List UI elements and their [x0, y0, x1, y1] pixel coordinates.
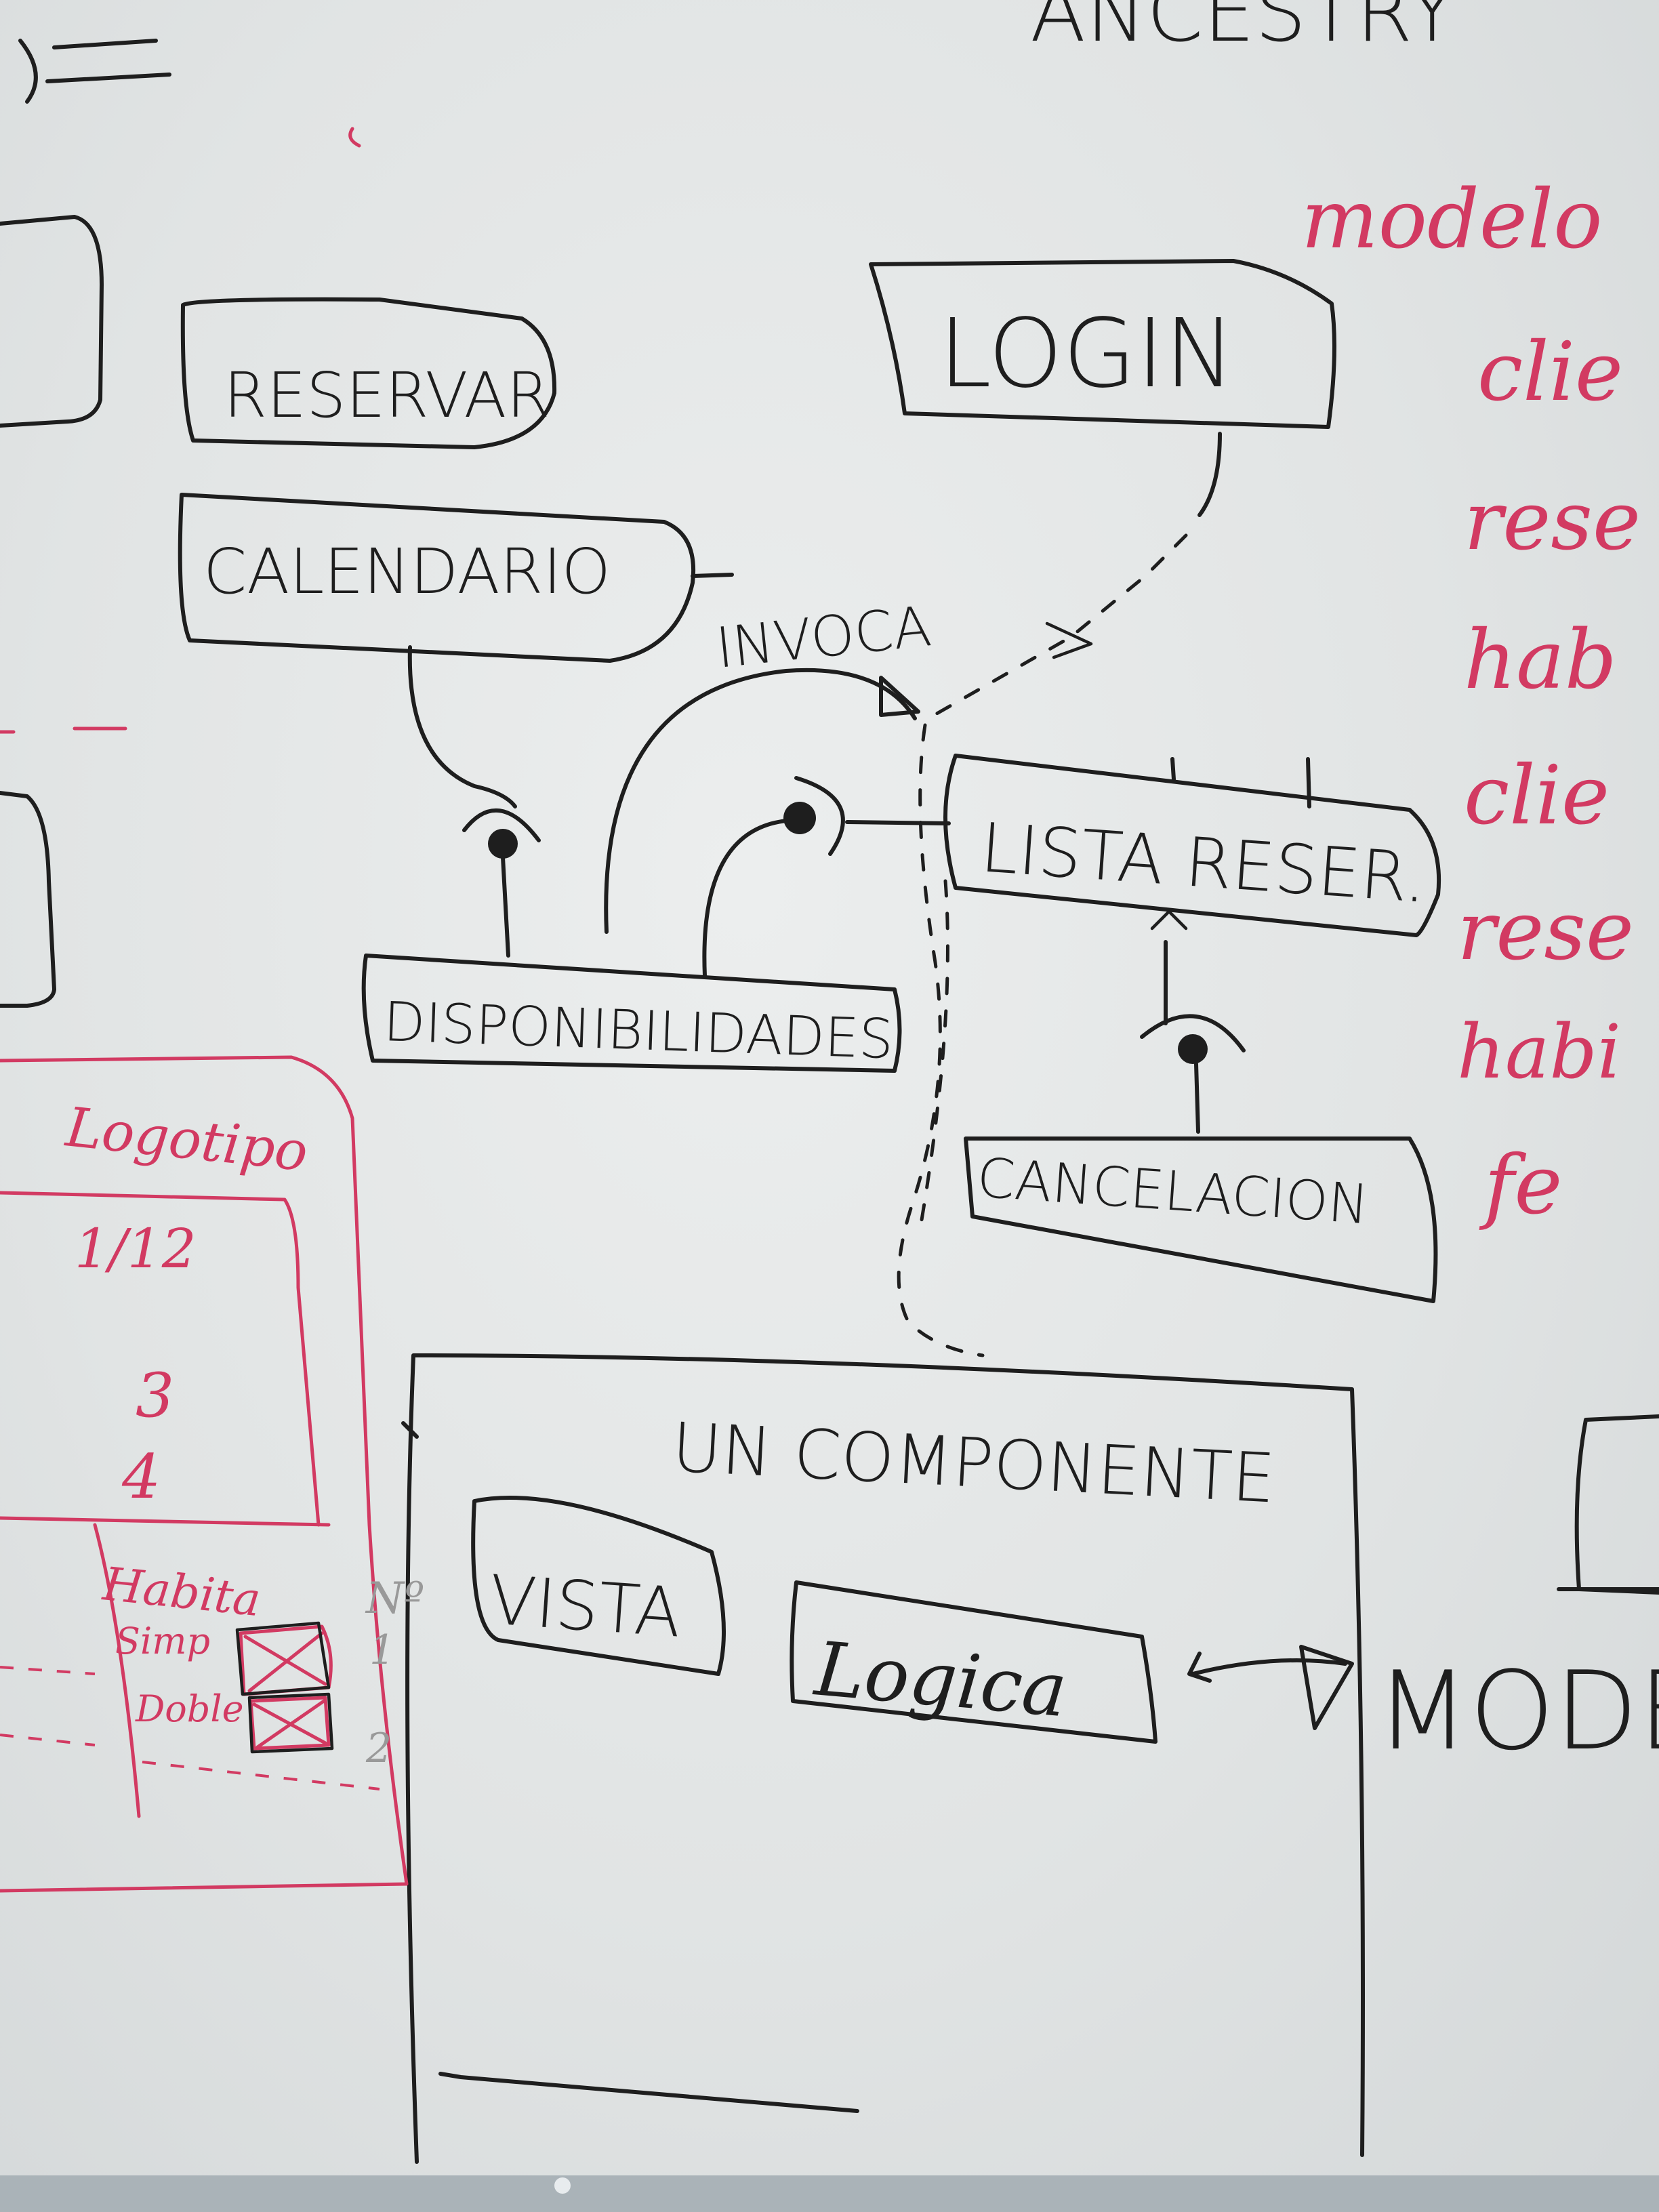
left-partial-box-top: [0, 215, 104, 428]
interface-socket-calendario: [407, 645, 541, 958]
mockup-title: Logotipo: [62, 1095, 311, 1183]
right-partial-box: [1557, 1414, 1659, 1595]
top-partial-label: ANCESTRY: [1030, 0, 1457, 60]
logica-to-model-arrow: [1187, 1645, 1354, 1730]
disponibilidades-label: DISPONIBILIDADES: [382, 990, 894, 1071]
red-note-2: clie: [1477, 325, 1623, 419]
dashed-link-right: [920, 879, 949, 1222]
red-note-3: rese: [1464, 474, 1641, 569]
cancelacion-label: CANCELACION: [975, 1146, 1371, 1236]
left-partial-box-mid: [0, 791, 56, 1008]
red-notes-list: modelo clie rese hab clie rese habi fe: [1301, 173, 1641, 1233]
mockup-row-1-label: Simp: [115, 1620, 210, 1662]
disponibilidades-box: DISPONIBILIDADES: [361, 954, 902, 1073]
vista-box: VISTA: [471, 1496, 726, 1676]
interface-socket-lista: [702, 776, 951, 978]
mockup-table-header: Habita: [99, 1557, 263, 1627]
dashed-link-vertical: [897, 723, 985, 1357]
cancelacion-box: CANCELACION: [964, 1136, 1438, 1303]
mockup-row-1-num: 1: [369, 1626, 395, 1674]
mockup-row-2-label: Doble: [135, 1687, 244, 1730]
invoca-triangle: [879, 676, 920, 717]
mockup-num-1: 3: [136, 1360, 174, 1431]
red-note-6: rese: [1457, 884, 1634, 979]
red-stray-mark: [348, 127, 361, 148]
logica-box: Logica: [790, 1580, 1158, 1744]
logica-label: Logica: [811, 1625, 1071, 1734]
un-componente-box: UN COMPONENTE VISTA Logica: [401, 1353, 1365, 2164]
red-mockup-panel: Logotipo 1/12 3 4 Habita Nº Simp 1 Doble…: [0, 1055, 424, 1893]
mockup-row-2-num: 2: [365, 1725, 392, 1772]
invoca-label: INVOCA: [713, 594, 934, 681]
mockup-num-2: 4: [121, 1441, 161, 1513]
frame-screw: [554, 2177, 571, 2194]
top-partial-text: ANCESTRY: [18, 0, 1457, 104]
interface-socket-cancelacion: [1140, 909, 1246, 1134]
lista-reservas-label: LISTA RESER.: [978, 808, 1429, 918]
mockup-date: 1/12: [75, 1217, 197, 1280]
model-label: MODEL: [1376, 1647, 1659, 1774]
mockup-checkbox-1: [235, 1621, 333, 1696]
red-note-8: fe: [1479, 1139, 1562, 1233]
mockup-table-no: Nº: [365, 1574, 424, 1624]
whiteboard-frame-bottom: [0, 2175, 1659, 2212]
login-box: LOGIN: [869, 259, 1336, 517]
dashed-link-login: [926, 533, 1188, 720]
red-note-7: habi: [1457, 1008, 1621, 1095]
invoca-connector: [604, 668, 917, 934]
login-label: LOGIN: [939, 299, 1235, 409]
un-componente-title: UN COMPONENTE: [670, 1408, 1277, 1518]
dashed-link-arrow: [1045, 621, 1093, 659]
red-note-4: hab: [1464, 613, 1617, 708]
calendario-label: CALENDARIO: [203, 535, 611, 608]
vista-label: VISTA: [487, 1560, 684, 1652]
red-note-1: modelo: [1301, 173, 1603, 267]
reservar-label: RESERVAR: [224, 359, 550, 432]
reservar-box: RESERVAR: [180, 297, 557, 449]
calendario-box: CALENDARIO: [178, 493, 734, 663]
mockup-checkbox-2: [247, 1692, 334, 1754]
red-dash-left: [0, 726, 127, 734]
red-note-5: clie: [1464, 749, 1610, 843]
lista-reservas-box: LISTA RESER.: [943, 754, 1441, 937]
